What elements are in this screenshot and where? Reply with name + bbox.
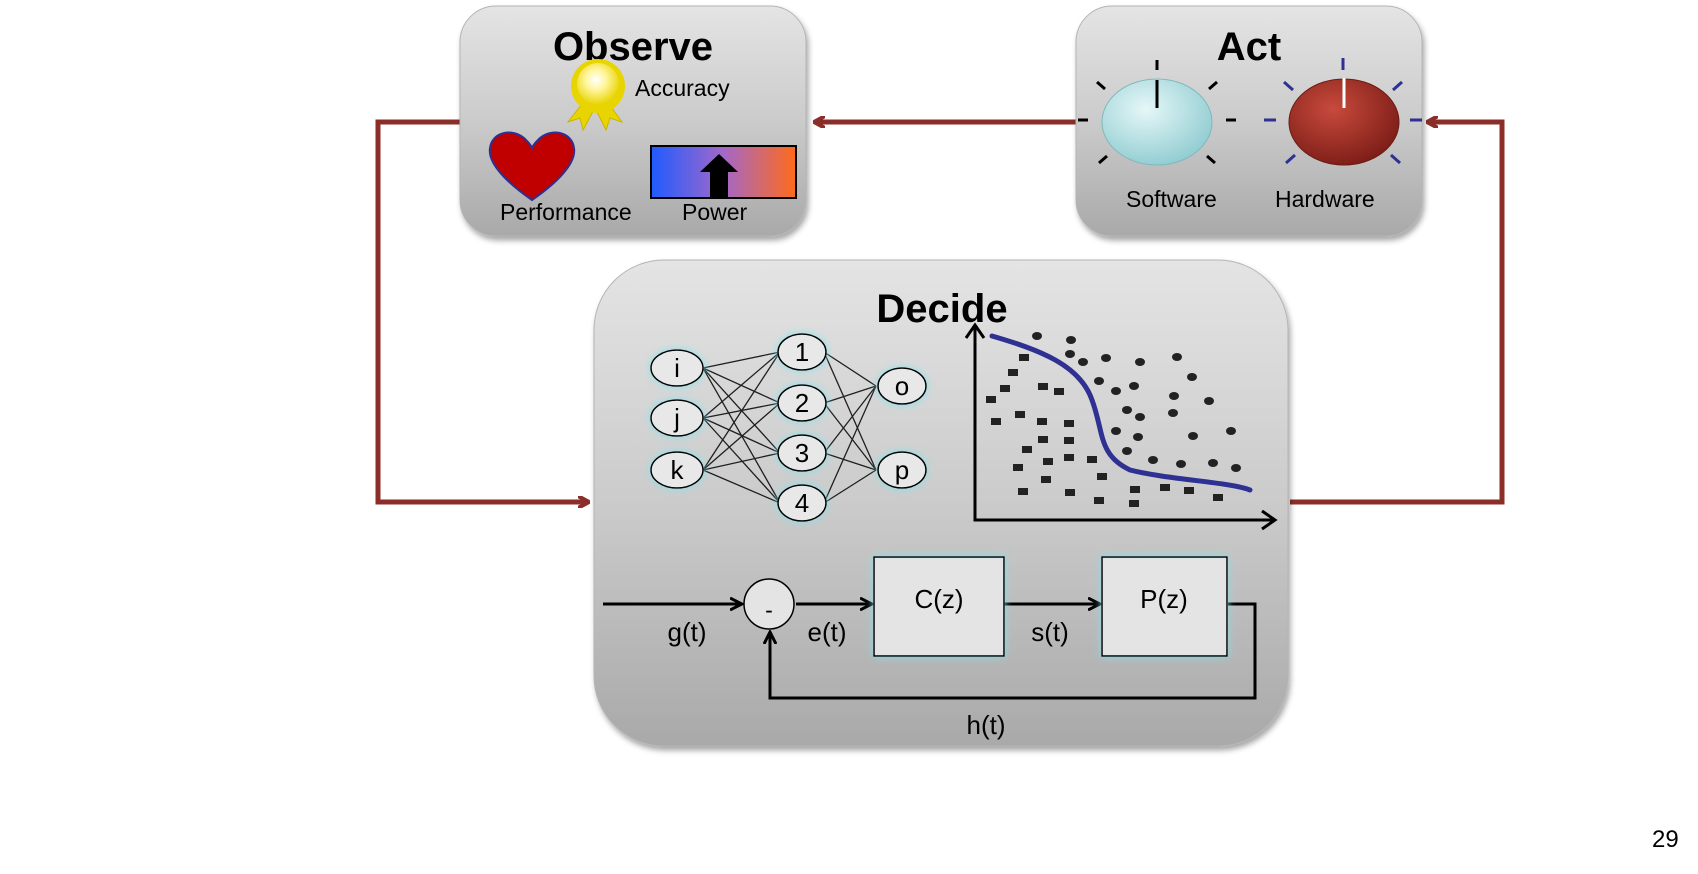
svg-text:j: j <box>673 403 680 433</box>
svg-text:4: 4 <box>795 488 809 518</box>
nn-input-node: j <box>650 399 704 437</box>
decide-panel: Decide <box>593 259 1289 747</box>
plant-block: P(z) <box>1101 556 1228 657</box>
summing-junction: - <box>743 578 795 630</box>
hardware-knob-icon <box>1264 58 1422 166</box>
loop-arrows <box>375 119 1505 505</box>
nn-hidden-node: 1 <box>777 333 827 371</box>
svg-text:3: 3 <box>795 438 809 468</box>
performance-label: Performance <box>500 199 632 225</box>
accuracy-label: Accuracy <box>635 75 730 101</box>
svg-text:p: p <box>895 455 909 485</box>
input-signal-label: g(t) <box>668 617 707 647</box>
controller-label: C(z) <box>914 584 963 614</box>
act-title: Act <box>1217 25 1281 69</box>
plot-circle-markers <box>1032 332 1241 472</box>
act-panel: Act Software <box>1075 5 1423 237</box>
nn-connections <box>702 351 877 504</box>
svg-text:1: 1 <box>795 337 809 367</box>
control-loop: - C(z) P(z) g(t) e(t) s(t) h(t) <box>603 556 1257 740</box>
svg-text:i: i <box>674 353 680 383</box>
control-signal-label: s(t) <box>1031 617 1069 647</box>
nn-output-node: p <box>877 451 927 489</box>
feedback-signal-label: h(t) <box>967 710 1006 740</box>
svg-text:2: 2 <box>795 388 809 418</box>
feedback-path <box>770 602 1257 700</box>
decide-title: Decide <box>876 287 1007 331</box>
error-signal-label: e(t) <box>808 617 847 647</box>
nn-hidden-node: 4 <box>777 484 827 522</box>
page-number: 29 <box>1652 826 1679 853</box>
classification-plot-icon <box>964 322 1278 531</box>
nn-hidden-node: 3 <box>777 434 827 472</box>
nn-hidden-node: 2 <box>777 384 827 422</box>
decide-to-act-arrow <box>1290 122 1505 505</box>
plot-square-markers <box>986 354 1223 507</box>
svg-text:-: - <box>765 597 773 623</box>
nn-output-node: o <box>877 367 927 405</box>
svg-text:k: k <box>671 455 685 485</box>
nn-input-node: k <box>650 451 704 489</box>
observe-to-decide-arrow <box>375 119 588 502</box>
plant-label: P(z) <box>1140 584 1188 614</box>
power-label: Power <box>682 199 748 225</box>
svg-text:o: o <box>895 371 909 401</box>
ribbon-award-icon <box>566 59 625 132</box>
observe-panel: Observe Accuracy Performance Power <box>459 5 807 237</box>
software-label: Software <box>1126 186 1217 212</box>
heart-icon <box>488 131 576 202</box>
power-gradient-meter-icon <box>650 145 797 199</box>
decision-boundary-curve <box>989 333 1253 493</box>
nn-input-node: i <box>650 349 704 387</box>
controller-block: C(z) <box>873 556 1005 657</box>
observe-title: Observe <box>553 25 713 69</box>
hardware-label: Hardware <box>1275 186 1375 212</box>
software-knob-icon <box>1078 60 1236 166</box>
neural-network: i j k 1 2 3 4 <box>650 333 927 522</box>
